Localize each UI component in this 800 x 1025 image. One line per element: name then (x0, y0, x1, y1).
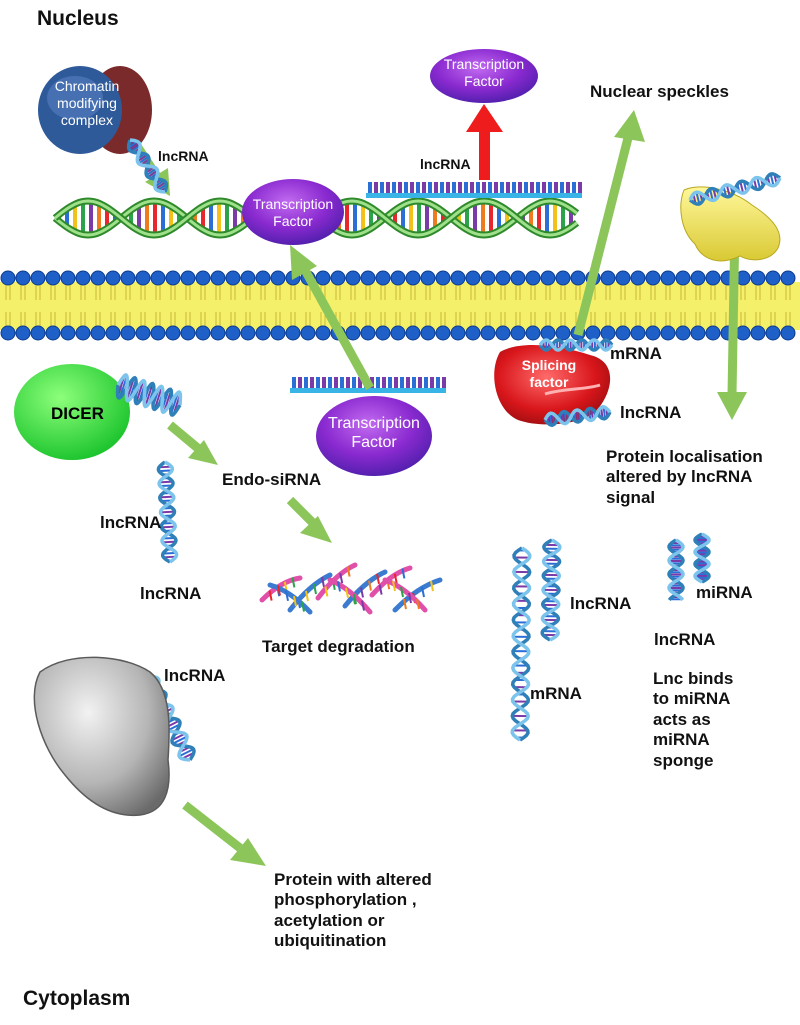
nuclear-membrane (0, 270, 800, 341)
nucleus-label: Nucleus (37, 7, 119, 30)
lncrna-splice-label: lncRNA (620, 403, 682, 422)
lncrna-mirna-label: lncRNA (654, 630, 716, 649)
lncrna-dna-label: lncRNA (420, 156, 471, 172)
target-degradation-fragments (259, 562, 443, 615)
transcription-factor-lower (316, 396, 432, 476)
protein-modification-label: Protein with altered phosphorylation , a… (274, 870, 432, 951)
transcription-factor-top-label: Transcription Factor (443, 56, 525, 89)
lncrna-protein-label: lncRNA (164, 666, 226, 685)
protein-localisation-label: Protein localisation altered by lncRNA s… (606, 447, 763, 507)
transcription-factor-top (430, 49, 538, 103)
helix-lncrna-pair-a (510, 546, 532, 742)
arrow-lncrna-to-tf (290, 245, 374, 391)
helix-mrna-pair-b (540, 538, 562, 642)
grey-protein (33, 656, 170, 817)
helix-dicer-coil (115, 373, 183, 417)
mrna-pair-label: mRNA (530, 684, 582, 703)
helix-splice-mrna (538, 338, 614, 352)
mrna-splice-label: mRNA (610, 344, 662, 363)
transcription-factor-dna-label: Transcription Factor (252, 196, 334, 229)
lncrna-pair-label: lncRNA (570, 594, 632, 613)
lncrna-left2-label: lncRNA (140, 584, 202, 603)
chromatin-complex-label: Chromatin modifying complex (54, 78, 120, 128)
arrow-splicing-to-speckles (573, 110, 645, 337)
arrow-tf-release (466, 104, 503, 180)
yellow-protein (680, 186, 781, 262)
mirna-sponge-label: Lnc binds to miRNA acts as miRNA sponge (653, 669, 734, 770)
helix-chromatin (126, 138, 169, 194)
dicer-label: DICER (51, 404, 104, 423)
lncrna-strand-top (366, 182, 582, 198)
splicing-factor (494, 344, 611, 425)
transcription-factor-dna (242, 179, 344, 245)
helix-yellow-protein (688, 172, 782, 206)
helix-mirna-b (693, 532, 711, 584)
lncrna-chromatin-label: lncRNA (158, 148, 209, 164)
mirna-label: miRNA (696, 583, 753, 602)
helix-mirna-a (667, 538, 685, 602)
helix-splice-lncrna (543, 405, 612, 427)
arrow-dicer-to-sirna (167, 421, 218, 465)
endo-sirna-label: Endo-siRNA (222, 470, 322, 489)
arrow-protein-modification (182, 801, 266, 866)
dicer-enzyme (14, 364, 130, 460)
arrow-sirna-to-degradation (286, 496, 332, 543)
cytoplasm-label: Cytoplasm (23, 987, 131, 1010)
transcription-factor-lower-label: Transcription Factor (328, 415, 420, 452)
chromatin-modifying-complex (38, 66, 152, 154)
helix-lncrna-left (156, 460, 179, 564)
lncrna-left1-label: lncRNA (100, 513, 162, 532)
splicing-factor-label: Splicing factor (521, 357, 577, 390)
target-degradation-label: Target degradation (262, 637, 415, 656)
nuclear-speckles-label: Nuclear speckles (590, 82, 729, 101)
